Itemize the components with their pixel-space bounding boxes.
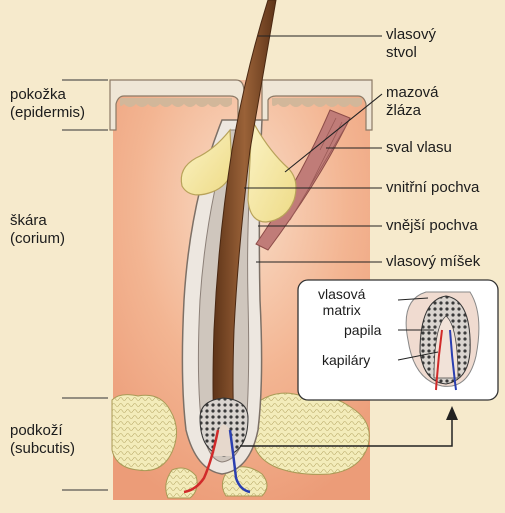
label-epidermis: pokožka (epidermis) — [10, 86, 85, 122]
label-sebaceous-gland: mazová žláza — [386, 84, 439, 120]
label-follicle: vlasový míšek — [386, 253, 480, 271]
label-subcutis: podkoží (subcutis) — [10, 422, 75, 458]
label-hair-shaft: vlasový stvol — [386, 26, 436, 62]
label-papilla: papila — [344, 322, 381, 338]
label-capillaries: kapiláry — [322, 352, 370, 368]
label-inner-sheath: vnitřní pochva — [386, 179, 479, 197]
label-muscle: sval vlasu — [386, 139, 452, 157]
label-corium: škára (corium) — [10, 212, 65, 248]
label-hair-matrix: vlasová matrix — [318, 286, 365, 318]
label-outer-sheath: vnější pochva — [386, 217, 478, 235]
